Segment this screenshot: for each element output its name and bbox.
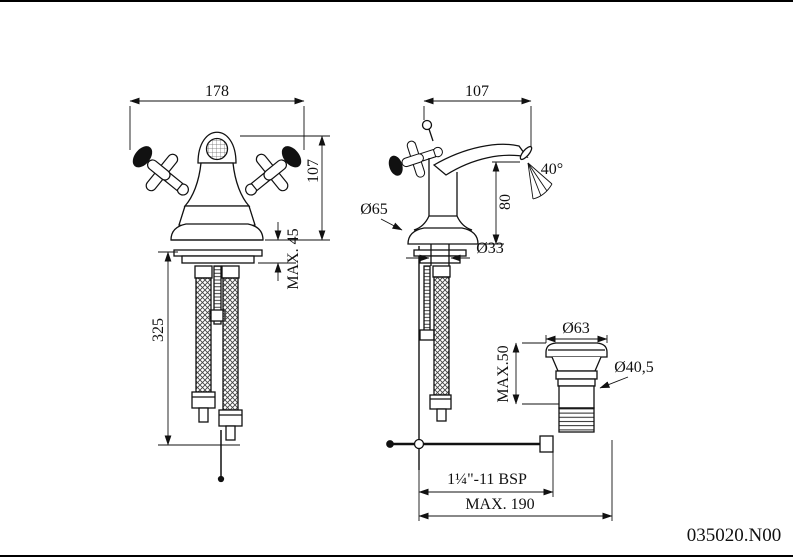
dim-drain-max-label: MAX.50 (495, 345, 512, 402)
mounting-washer (173, 249, 263, 257)
dim-flange-diameter-label: Ø63 (562, 320, 590, 337)
threaded-stud (213, 265, 222, 325)
linkage-clamp (539, 435, 554, 453)
dim-side-depth (423, 97, 532, 150)
mounting-nut (181, 255, 255, 264)
handle-knob (421, 119, 433, 131)
spout-outlet (519, 145, 533, 161)
dim-spout-height-label: 80 (497, 194, 514, 210)
dim-flange-diameter (545, 335, 608, 343)
dim-front-width-label: 178 (205, 83, 229, 100)
aerator-mesh (205, 137, 229, 161)
front-faucet (122, 131, 312, 483)
left-cross-handle (122, 134, 202, 211)
tail-diameter-leader (599, 376, 629, 389)
front-view: 178 (122, 83, 330, 483)
linkage-pivot (413, 438, 425, 450)
side-flex-hose (433, 276, 450, 396)
faucet-body (183, 162, 251, 207)
drain-body (558, 385, 595, 409)
base-diameter-leader (380, 218, 403, 231)
dim-tail-diameter-label: Ø40,5 (614, 359, 654, 376)
product-code: 035020.N00 (687, 525, 781, 546)
dim-spout-height (492, 161, 520, 245)
drain-artwork (545, 342, 608, 433)
dim-spray-angle-label: 40° (541, 161, 563, 178)
dim-side-depth-label: 107 (465, 83, 489, 100)
dim-hole-diameter-label: Ø33 (476, 240, 504, 257)
side-skirt (413, 215, 473, 231)
spout (432, 143, 529, 176)
dim-reach-label: MAX. 190 (465, 496, 534, 513)
dim-hose-length (158, 251, 240, 446)
escutcheon (170, 223, 264, 241)
side-washer (413, 249, 467, 257)
spray-fan (527, 162, 553, 200)
dim-reach (418, 440, 613, 521)
dim-thread (418, 452, 554, 521)
popup-rod-tip (217, 475, 225, 483)
dim-deck-max-label: MAX. 45 (285, 228, 302, 289)
dim-front-width (129, 97, 305, 150)
dim-drain-max (512, 342, 559, 405)
dim-hose-length-label: 325 (150, 318, 167, 342)
drain-assembly: Ø63 Ø40,5 MAX.50 1¼"-11 BSP MAX. 190 (418, 320, 654, 521)
dim-deck-max (258, 222, 296, 281)
drain-thread (558, 407, 595, 433)
dim-base-diameter-label: Ø65 (360, 201, 388, 218)
side-cross-handle (383, 132, 449, 186)
side-threaded-stud (423, 265, 431, 339)
side-view: 107 (360, 83, 563, 470)
side-faucet (383, 119, 554, 470)
flex-hose-left (195, 277, 212, 393)
side-nut (419, 255, 461, 264)
side-escutcheon (407, 227, 479, 245)
dim-thread-label: 1¼"-11 BSP (447, 471, 527, 488)
flex-hose-right (222, 277, 239, 411)
dim-front-height-label: 107 (305, 159, 322, 183)
right-cross-handle (232, 134, 312, 211)
